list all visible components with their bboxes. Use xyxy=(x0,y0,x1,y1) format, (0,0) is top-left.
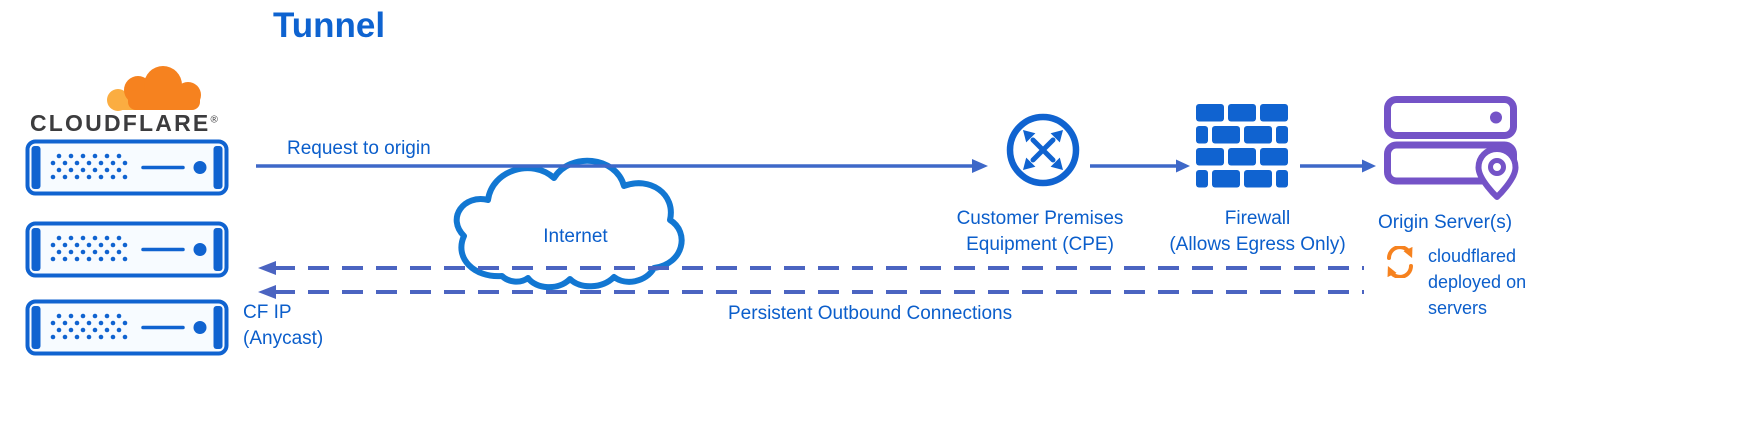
edge-server-icon xyxy=(25,299,229,356)
firewall-label-line1: Firewall xyxy=(1224,208,1291,229)
firewall-brick-icon xyxy=(1196,104,1288,188)
request-to-origin-label: Request to origin xyxy=(287,138,431,159)
cpe-label: Customer Premises Equipment (CPE) xyxy=(920,206,1160,258)
diagram-title: Tunnel xyxy=(273,6,386,45)
location-pin-icon xyxy=(1475,146,1519,200)
registered-mark: ® xyxy=(210,114,218,126)
persistent-connection-line-1 xyxy=(258,261,1364,275)
edge-server-icon xyxy=(25,221,229,278)
cloudflared-label: cloudflared deployed on servers xyxy=(1428,246,1527,318)
cpe-to-firewall-arrow xyxy=(1090,159,1190,173)
cf-ip-label: CF IP (Anycast) xyxy=(243,300,323,352)
origin-label: Origin Server(s) xyxy=(1378,212,1513,233)
cpe-label-line1: Customer Premises xyxy=(956,208,1124,229)
persistent-connection-line-2 xyxy=(258,285,1364,299)
origin-servers-icon xyxy=(1384,96,1519,200)
cf-ip-label-line1: CF IP xyxy=(243,302,292,323)
firewall-to-origin-arrow xyxy=(1300,159,1376,173)
cf-ip-label-line2: (Anycast) xyxy=(243,328,324,349)
edge-server-icon xyxy=(25,139,229,196)
firewall-label-line2: (Allows Egress Only) xyxy=(1169,234,1346,255)
cpe-router-icon xyxy=(1006,113,1080,187)
persistent-connections-label: Persistent Outbound Connections xyxy=(728,303,1013,324)
internet-label: Internet xyxy=(543,226,608,247)
cloudflared-sync-icon xyxy=(1387,246,1413,278)
cloudflare-wordmark: CLOUDFLARE® xyxy=(30,110,218,137)
cloudflare-cloud-icon xyxy=(107,66,201,111)
firewall-label: Firewall (Allows Egress Only) xyxy=(1140,206,1375,258)
cloudflare-wordmark-text: CLOUDFLARE xyxy=(30,110,211,136)
internet-cloud-icon xyxy=(453,157,685,291)
cpe-label-line2: Equipment (CPE) xyxy=(966,234,1114,255)
